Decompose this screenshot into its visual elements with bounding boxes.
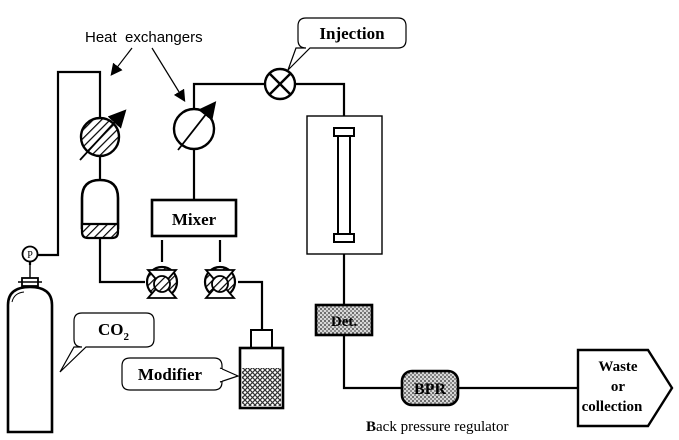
injection-callout: Injection bbox=[287, 17, 407, 71]
injection-label: Injection bbox=[319, 24, 385, 43]
caption-initial: B bbox=[366, 419, 376, 435]
co2-label-sub: 2 bbox=[124, 331, 130, 343]
co2-reservoir bbox=[80, 178, 120, 240]
co2-cylinder bbox=[6, 285, 54, 434]
mixer-label: Mixer bbox=[172, 210, 217, 229]
pressure-gauge: P bbox=[18, 245, 42, 287]
modifier-label: Modifier bbox=[138, 365, 203, 384]
co2-label: CO2 bbox=[98, 320, 130, 343]
heat-exchanger-2 bbox=[172, 101, 217, 151]
detector: Det. bbox=[314, 303, 374, 337]
waste-label-line2: or bbox=[611, 379, 626, 395]
mixer: Mixer bbox=[150, 198, 238, 238]
pump-2 bbox=[203, 265, 237, 299]
waste-label-line1: Waste bbox=[598, 359, 638, 375]
waste-collection: Waste or collection bbox=[576, 348, 674, 428]
modifier-bottle bbox=[238, 329, 285, 410]
detector-label: Det. bbox=[331, 314, 357, 330]
heat-exchangers-label: Heat exchangers bbox=[85, 29, 203, 46]
back-pressure-regulator: BPR bbox=[400, 369, 460, 407]
caption-rest: ack pressure regulator bbox=[376, 419, 508, 435]
pump-1 bbox=[145, 265, 179, 299]
heat-exchanger-callout: Heat exchangers bbox=[85, 29, 203, 103]
waste-label-line3: collection bbox=[582, 399, 643, 415]
modifier-callout: Modifier bbox=[121, 357, 240, 391]
co2-callout: CO2 bbox=[59, 312, 155, 373]
separation-column bbox=[333, 127, 355, 243]
back-pressure-regulator-caption: Back pressure regulator bbox=[366, 419, 508, 435]
tubing bbox=[28, 70, 578, 390]
heat-exchanger-1 bbox=[79, 109, 127, 161]
bpr-label: BPR bbox=[414, 381, 446, 398]
pressure-gauge-label: P bbox=[27, 250, 33, 261]
co2-label-main: CO bbox=[98, 320, 124, 339]
injection-valve bbox=[263, 67, 297, 101]
